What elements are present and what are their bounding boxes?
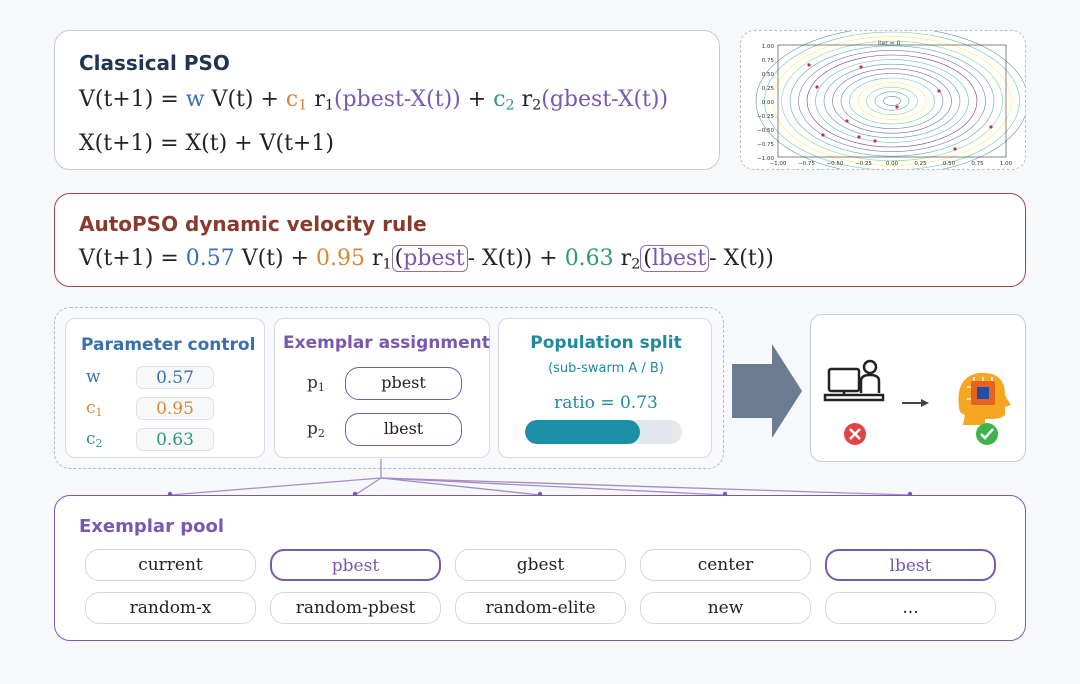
exemplar-select-1[interactable]: lbest xyxy=(345,413,462,446)
parameter-control-panel: Parameter control w 0.57 c1 0.95 c2 0.63 xyxy=(65,318,265,458)
pool-option-row1-3[interactable]: center xyxy=(640,549,811,581)
success-icon xyxy=(976,423,998,445)
particle-point xyxy=(815,85,819,89)
outcome-graphic xyxy=(823,359,1011,445)
autopso-velocity-equation: V(t+1) = 0.57 V(t) + 0.95 r1(pbest- X(t)… xyxy=(79,245,774,273)
pool-option-row2-4[interactable]: ... xyxy=(825,592,996,624)
contour-ring xyxy=(823,63,961,139)
contour-ring xyxy=(789,45,995,157)
particle-point xyxy=(807,63,811,67)
classical-pso-title: Classical PSO xyxy=(79,51,230,75)
contour-ytick: −0.50 xyxy=(757,128,774,134)
contour-xtick: 0.25 xyxy=(914,161,927,167)
small-arrow-icon xyxy=(902,399,929,407)
param-value-field-1[interactable]: 0.95 xyxy=(136,397,214,420)
pool-option-row1-1[interactable]: pbest xyxy=(270,549,441,581)
population-split-subtitle: (sub-swarm A / B) xyxy=(548,361,664,376)
autopso-title: AutoPSO dynamic velocity rule xyxy=(79,212,427,236)
ai-head-icon xyxy=(958,372,1011,425)
population-split-panel: Population split (sub-swarm A / B) ratio… xyxy=(498,318,712,458)
split-ratio-bar xyxy=(525,420,682,444)
particle-point xyxy=(873,139,877,143)
contour-ring xyxy=(883,96,901,106)
contour-ring xyxy=(755,31,1025,169)
particle-point xyxy=(989,125,993,129)
contour-xtick: −0.50 xyxy=(827,161,844,167)
exemplar-slot-0: p1 xyxy=(307,373,325,394)
contour-ytick: 0.25 xyxy=(762,86,775,92)
pool-option-row1-4[interactable]: lbest xyxy=(825,549,996,581)
contour-ring xyxy=(874,91,910,111)
contour-ring xyxy=(866,86,918,116)
exemplar-slot-1: p2 xyxy=(307,419,325,440)
parameter-control-title: Parameter control xyxy=(81,335,256,355)
exemplar-assignment-panel: Exemplar assignment p1 pbest p2 lbest xyxy=(274,318,490,458)
particle-point xyxy=(845,119,849,123)
contour-xtick: −0.75 xyxy=(798,161,815,167)
classical-pso-panel: Classical PSO V(t+1) = w V(t) + c1 r1(pb… xyxy=(54,30,720,170)
exemplar-pool-panel: Exemplar pool current pbest gbest center lbe… xyxy=(54,495,1026,641)
manual-design-icon xyxy=(823,359,885,402)
contour-ytick: −0.75 xyxy=(757,142,774,148)
particle-point xyxy=(937,89,941,93)
param-value-field-0[interactable]: 0.57 xyxy=(136,366,214,389)
param-value-field-2[interactable]: 0.63 xyxy=(136,428,214,451)
pool-option-row1-2[interactable]: gbest xyxy=(455,549,626,581)
contour-ytick: −0.25 xyxy=(757,114,774,120)
contour-ring xyxy=(764,31,1020,169)
contour-xtick: −0.25 xyxy=(855,161,872,167)
contour-ytick: 0.50 xyxy=(762,72,775,78)
contour-ring xyxy=(857,82,927,120)
contour-ring xyxy=(849,77,935,125)
contour-plot-panel: iter = 0 1.00 0.75 0.50 0.25 0.00 −0.25 −0.50 −… xyxy=(740,30,1026,170)
pool-option-row1-0[interactable]: current xyxy=(85,549,256,581)
population-split-title: Population split xyxy=(530,333,682,353)
contour-xtick: −1.00 xyxy=(770,161,787,167)
contour-xtick: 0.00 xyxy=(886,161,899,167)
contour-ring xyxy=(806,54,978,148)
contour-ring xyxy=(781,40,1003,162)
pool-option-row2-0[interactable]: random-x xyxy=(85,592,256,624)
contour-ytick: 0.75 xyxy=(762,58,775,64)
contour-plot: iter = 0 1.00 0.75 0.50 0.25 0.00 −0.25 −0.50 −… xyxy=(755,31,1025,169)
pool-option-row2-1[interactable]: random-pbest xyxy=(270,592,441,624)
param-name-0: w xyxy=(86,367,101,387)
particle-point xyxy=(857,135,861,139)
outcome-panel xyxy=(810,314,1026,462)
autopso-panel: AutoPSO dynamic velocity rule V(t+1) = 0… xyxy=(54,193,1026,287)
param-name-1: c1 xyxy=(86,398,103,419)
exemplar-select-0[interactable]: pbest xyxy=(345,367,462,400)
contour-ytick: 0.00 xyxy=(762,100,775,106)
classical-velocity-equation: V(t+1) = w V(t) + c1 r1(pbest-X(t)) + c2… xyxy=(79,87,669,114)
contour-ring xyxy=(772,36,1012,166)
contour-xtick: 1.00 xyxy=(1000,161,1013,167)
exemplar-assignment-title: Exemplar assignment xyxy=(283,333,490,353)
contour-ring xyxy=(840,73,944,129)
particle-point xyxy=(953,147,957,151)
contour-ring xyxy=(815,59,969,143)
contour-xtick: 0.75 xyxy=(971,161,984,167)
contour-iter-label: iter = 0 xyxy=(878,40,901,47)
exemplar-pool-title: Exemplar pool xyxy=(79,516,225,537)
contour-frame xyxy=(777,44,1007,158)
contour-ring xyxy=(832,68,952,134)
param-name-2: c2 xyxy=(86,429,103,450)
particle-point xyxy=(821,133,825,137)
split-ratio-label: ratio = 0.73 xyxy=(554,393,658,413)
contour-ytick: 1.00 xyxy=(762,44,775,50)
contour-ytick: −1.00 xyxy=(757,156,774,162)
failure-icon xyxy=(844,423,866,445)
particle-point xyxy=(859,65,863,69)
transition-arrow-icon xyxy=(732,344,802,438)
pool-option-row2-3[interactable]: new xyxy=(640,592,811,624)
contour-ring xyxy=(798,50,986,152)
classical-position-equation: X(t+1) = X(t) + V(t+1) xyxy=(79,131,334,156)
pool-option-row2-2[interactable]: random-elite xyxy=(455,592,626,624)
particle-point xyxy=(895,105,899,109)
split-ratio-fill xyxy=(525,420,640,444)
contour-xtick: 0.50 xyxy=(943,161,956,167)
